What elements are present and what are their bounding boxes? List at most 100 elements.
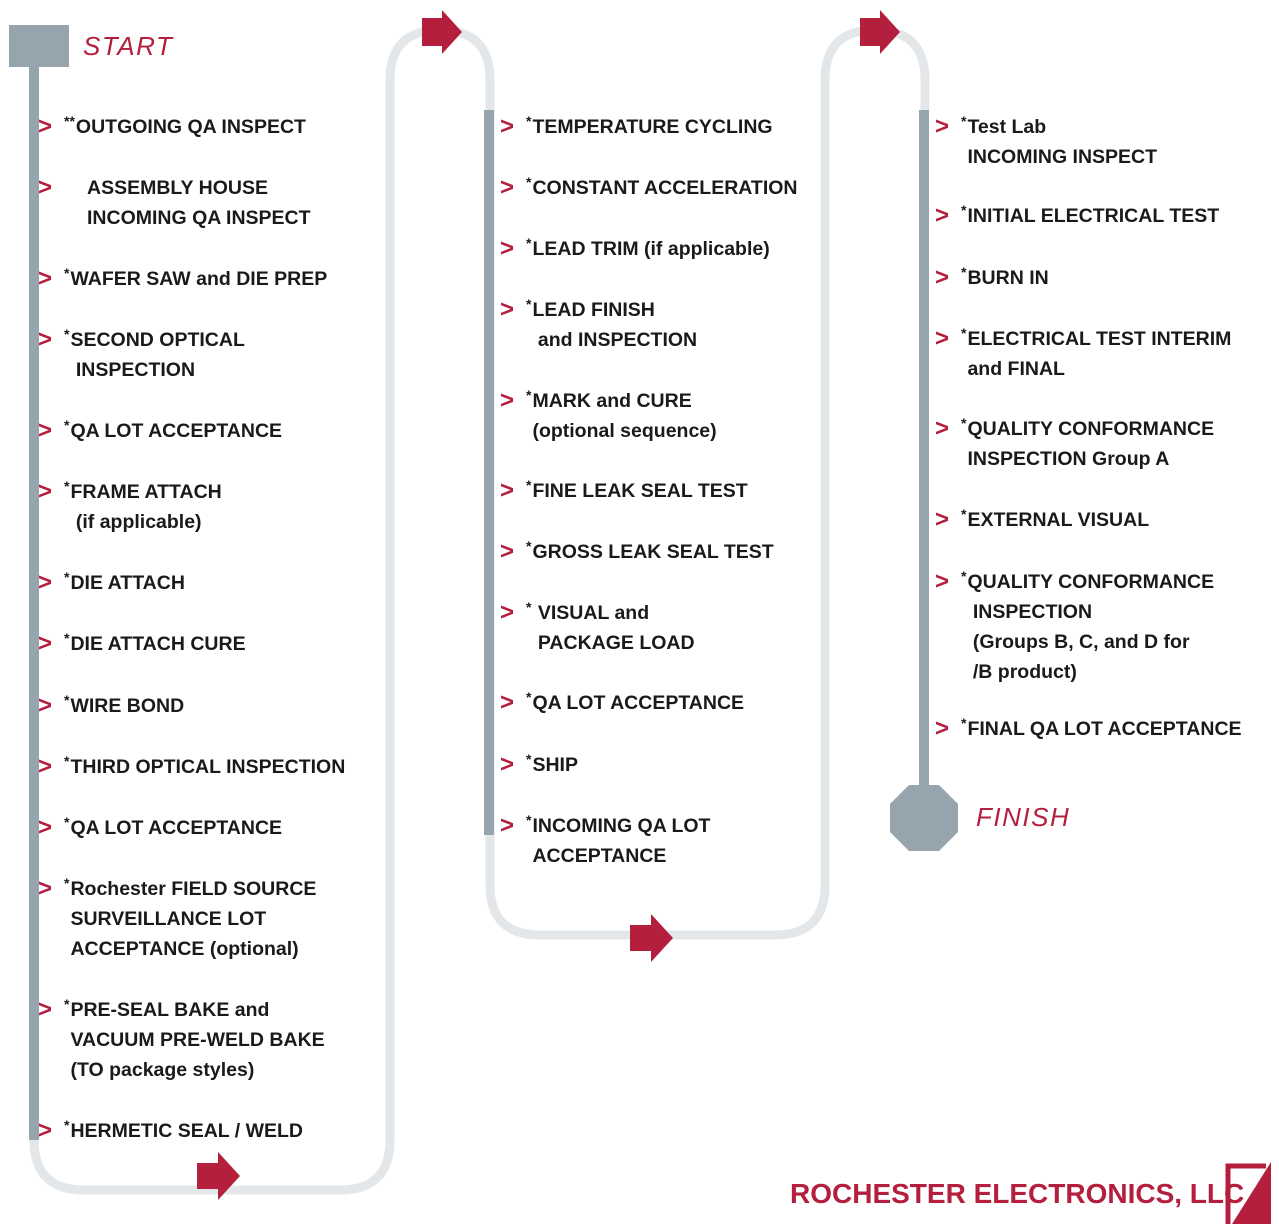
- step-label: THIRD OPTICAL INSPECTION: [70, 756, 346, 778]
- step-qa-lot-acceptance-3: > *QA LOT ACCEPTANCE: [500, 689, 745, 718]
- flow-arrow-icon: [860, 10, 900, 54]
- chevron-right-icon: >: [38, 174, 53, 201]
- chevron-right-icon: >: [500, 689, 515, 716]
- step-label: INCOMING QA LOT ACCEPTANCE: [532, 815, 711, 867]
- step-wafer-saw-die-prep: >*WAFER SAW and DIE PREP: [38, 265, 328, 294]
- step-field-source-surveillance: >*Rochester FIELD SOURCE SURVEILLANCE LO…: [38, 875, 316, 964]
- step-wire-bond: >*WIRE BOND: [38, 692, 184, 721]
- chevron-right-icon: >: [935, 264, 950, 291]
- flow-arrow-icon: [422, 10, 462, 54]
- step-prefix: *: [526, 751, 532, 767]
- chevron-right-icon: >: [38, 996, 53, 1023]
- step-prefix: *: [526, 296, 532, 312]
- chevron-right-icon: >: [38, 326, 53, 353]
- chevron-right-icon: >: [935, 202, 950, 229]
- step-prefix: *: [64, 1117, 70, 1133]
- step-prefix: *: [526, 235, 532, 251]
- company-logo-icon: [1232, 1162, 1271, 1224]
- step-prefix: *: [64, 996, 70, 1012]
- chevron-right-icon: >: [500, 538, 515, 565]
- step-label: GROSS LEAK SEAL TEST: [532, 541, 774, 563]
- step-label: QA LOT ACCEPTANCE: [532, 692, 745, 714]
- step-label: FRAME ATTACH (if applicable): [70, 481, 222, 533]
- chevron-right-icon: >: [38, 417, 53, 444]
- column-2-bar: [484, 110, 494, 835]
- step-assembly-house-incoming-qa: >ASSEMBLY HOUSE INCOMING QA INSPECT: [38, 175, 311, 233]
- step-gross-leak-seal-test: > *GROSS LEAK SEAL TEST: [500, 538, 774, 567]
- chevron-right-icon: >: [38, 814, 53, 841]
- step-prefix: *: [64, 814, 70, 830]
- step-die-attach-cure: > *DIE ATTACH CURE: [38, 630, 246, 659]
- chevron-right-icon: >: [38, 1117, 53, 1144]
- step-prefix: *: [64, 753, 70, 769]
- step-prefix: *: [526, 538, 532, 554]
- start-square: [9, 25, 69, 67]
- step-label: QA LOT ACCEPTANCE: [70, 817, 283, 839]
- step-third-optical-inspection: > *THIRD OPTICAL INSPECTION: [38, 753, 346, 782]
- step-label: LEAD TRIM (if applicable): [532, 238, 770, 260]
- step-label: QUALITY CONFORMANCE INSPECTION Group A: [967, 418, 1215, 470]
- step-label: DIE ATTACH: [70, 572, 185, 594]
- step-label: TEMPERATURE CYCLING: [532, 116, 773, 138]
- company-name: ROCHESTER ELECTRONICS, LLC: [790, 1178, 1245, 1209]
- step-prefix: *: [64, 630, 70, 646]
- step-prefix: *: [961, 415, 967, 431]
- step-external-visual: >*EXTERNAL VISUAL: [935, 506, 1149, 535]
- step-ship: >*SHIP: [500, 751, 578, 780]
- chevron-right-icon: >: [38, 569, 53, 596]
- step-incoming-qa-lot-acceptance: >*INCOMING QA LOT ACCEPTANCE: [500, 812, 711, 871]
- chevron-right-icon: >: [38, 692, 53, 719]
- step-outgoing-qa-inspect: >**OUTGOING QA INSPECT: [38, 113, 306, 142]
- chevron-right-icon: >: [500, 751, 515, 778]
- step-lead-finish: >*LEAD FINISH and INSPECTION: [500, 296, 698, 355]
- step-label: FINE LEAK SEAL TEST: [532, 480, 748, 502]
- step-label: FINAL QA LOT ACCEPTANCE: [967, 718, 1242, 740]
- step-second-optical-inspection: >*SECOND OPTICAL INSPECTION: [38, 326, 245, 385]
- step-label: BURN IN: [967, 267, 1049, 289]
- chevron-right-icon: >: [935, 715, 950, 742]
- chevron-right-icon: >: [38, 630, 53, 657]
- chevron-right-icon: >: [935, 113, 950, 140]
- company-logo-icon: [1225, 1163, 1266, 1224]
- step-label: WAFER SAW and DIE PREP: [70, 268, 328, 290]
- chevron-right-icon: >: [38, 875, 53, 902]
- step-prefix: *: [526, 387, 532, 403]
- step-label: INITIAL ELECTRICAL TEST: [967, 205, 1220, 227]
- chevron-right-icon: >: [500, 477, 515, 504]
- step-prefix: *: [64, 875, 70, 891]
- step-prefix: *: [961, 325, 967, 341]
- step-prefix: *: [526, 689, 532, 705]
- step-visual-package-load: >* VISUAL and PACKAGE LOAD: [500, 599, 695, 658]
- chevron-right-icon: >: [500, 387, 515, 414]
- step-prefix: *: [526, 812, 532, 828]
- step-prefix: *: [961, 113, 967, 129]
- step-qa-lot-acceptance-2: > *QA LOT ACCEPTANCE: [38, 814, 283, 843]
- step-temperature-cycling: >*TEMPERATURE CYCLING: [500, 113, 773, 142]
- step-label: OUTGOING QA INSPECT: [75, 116, 306, 138]
- chevron-right-icon: >: [38, 753, 53, 780]
- step-quality-conformance-groups-bcd: >*QUALITY CONFORMANCE INSPECTION (Groups…: [935, 568, 1215, 687]
- step-hermetic-seal-weld: >*HERMETIC SEAL / WELD: [38, 1117, 303, 1146]
- step-constant-acceleration: >*CONSTANT ACCELERATION: [500, 174, 798, 203]
- step-label: DIE ATTACH CURE: [70, 633, 246, 655]
- chevron-right-icon: >: [500, 599, 515, 626]
- step-prefix: *: [64, 417, 70, 433]
- step-label: QUALITY CONFORMANCE INSPECTION (Groups B…: [967, 571, 1215, 683]
- step-prefix: *: [64, 478, 70, 494]
- chevron-right-icon: >: [935, 415, 950, 442]
- step-test-lab-incoming-inspect: >*Test Lab INCOMING INSPECT: [935, 113, 1157, 172]
- step-label: LEAD FINISH and INSPECTION: [532, 299, 698, 351]
- step-prefix: *: [526, 174, 532, 190]
- step-prefix: *: [526, 477, 532, 493]
- chevron-right-icon: >: [935, 506, 950, 533]
- step-mark-and-cure: >*MARK and CURE (optional sequence): [500, 387, 717, 446]
- step-prefix: *: [64, 326, 70, 342]
- step-initial-electrical-test: >*INITIAL ELECTRICAL TEST: [935, 202, 1220, 231]
- finish-octagon: [890, 785, 958, 851]
- column-1-bar: [29, 60, 39, 1140]
- step-prefix: *: [526, 599, 532, 615]
- step-pre-seal-bake: >*PRE-SEAL BAKE and VACUUM PRE-WELD BAKE…: [38, 996, 325, 1085]
- chevron-right-icon: >: [935, 325, 950, 352]
- step-prefix: *: [961, 568, 967, 584]
